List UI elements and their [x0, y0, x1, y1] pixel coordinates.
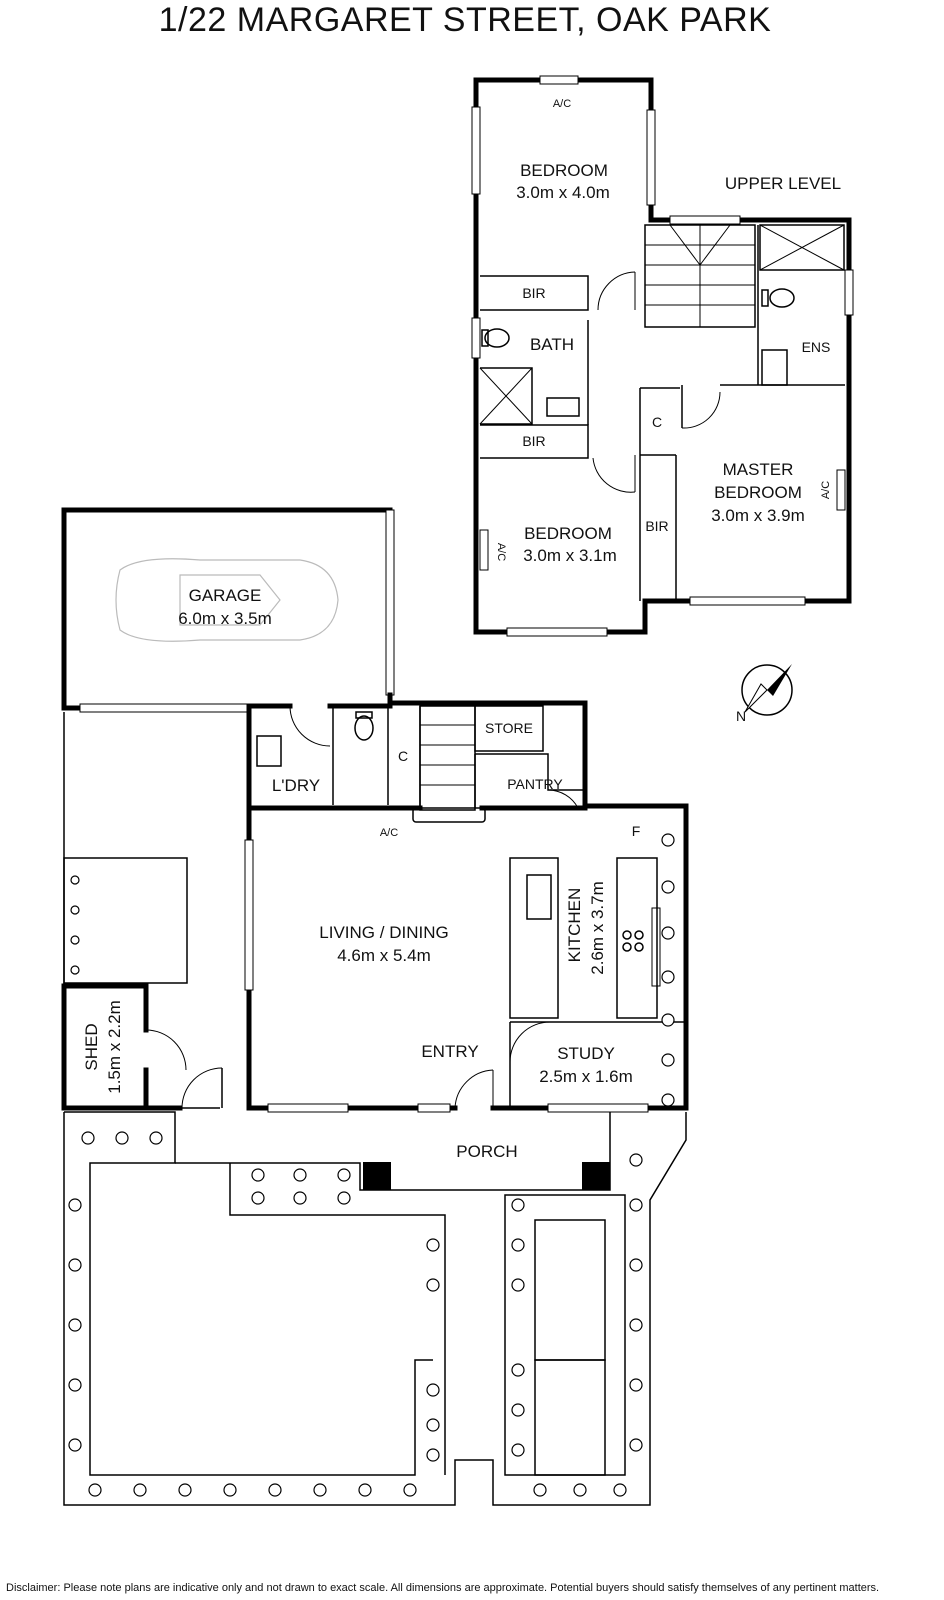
bedroom-lower-label: BEDROOM [524, 524, 612, 543]
garage-size: 6.0m x 3.5m [178, 609, 272, 628]
kitchen-size: 2.6m x 3.7m [588, 881, 607, 975]
c-lower-label: C [398, 748, 408, 764]
upper-level [471, 75, 854, 637]
shed-label: SHED [82, 1023, 101, 1070]
porch-label: PORCH [456, 1142, 517, 1161]
shed-size: 1.5m x 2.2m [105, 1000, 124, 1094]
compass-icon [741, 664, 793, 716]
master-label-1: MASTER [723, 460, 794, 479]
c-upper-label: C [652, 414, 662, 430]
garage-label: GARAGE [189, 586, 262, 605]
ac-master-label: A/C [820, 481, 832, 499]
garden-shrubs [68, 833, 675, 1497]
ground-level [61, 507, 689, 1506]
bir-3-label: BIR [645, 518, 668, 534]
master-label-2: BEDROOM [714, 483, 802, 502]
living-label: LIVING / DINING [319, 923, 448, 942]
bedroom-lower-size: 3.0m x 3.1m [523, 546, 617, 565]
ac-living-label: A/C [380, 827, 398, 839]
car-icon [115, 558, 339, 642]
bir-1-label: BIR [522, 285, 545, 301]
master-size: 3.0m x 3.9m [711, 506, 805, 525]
ac-top-label: A/C [553, 98, 571, 110]
plan-title: 1/22 MARGARET STREET, OAK PARK [159, 1, 772, 39]
fridge-label: F [632, 823, 641, 839]
kitchen-label: KITCHEN [565, 888, 584, 963]
study-label: STUDY [557, 1044, 615, 1063]
upper-level-label: UPPER LEVEL [725, 174, 841, 193]
bedroom-top-label: BEDROOM [520, 161, 608, 180]
study-size: 2.5m x 1.6m [539, 1067, 633, 1086]
laundry-label: L'DRY [272, 776, 320, 795]
disclaimer-text: Disclaimer: Please note plans are indica… [6, 1582, 879, 1594]
ac-bedroom-label: A/C [495, 543, 507, 561]
living-size: 4.6m x 5.4m [337, 946, 431, 965]
store-label: STORE [485, 720, 533, 736]
bedroom-top-size: 3.0m x 4.0m [516, 183, 610, 202]
bir-2-label: BIR [522, 433, 545, 449]
entry-label: ENTRY [421, 1042, 478, 1061]
bath-label: BATH [530, 335, 574, 354]
pantry-label: PANTRY [507, 776, 563, 792]
ens-label: ENS [802, 339, 831, 355]
compass-north-label: N [736, 708, 746, 724]
